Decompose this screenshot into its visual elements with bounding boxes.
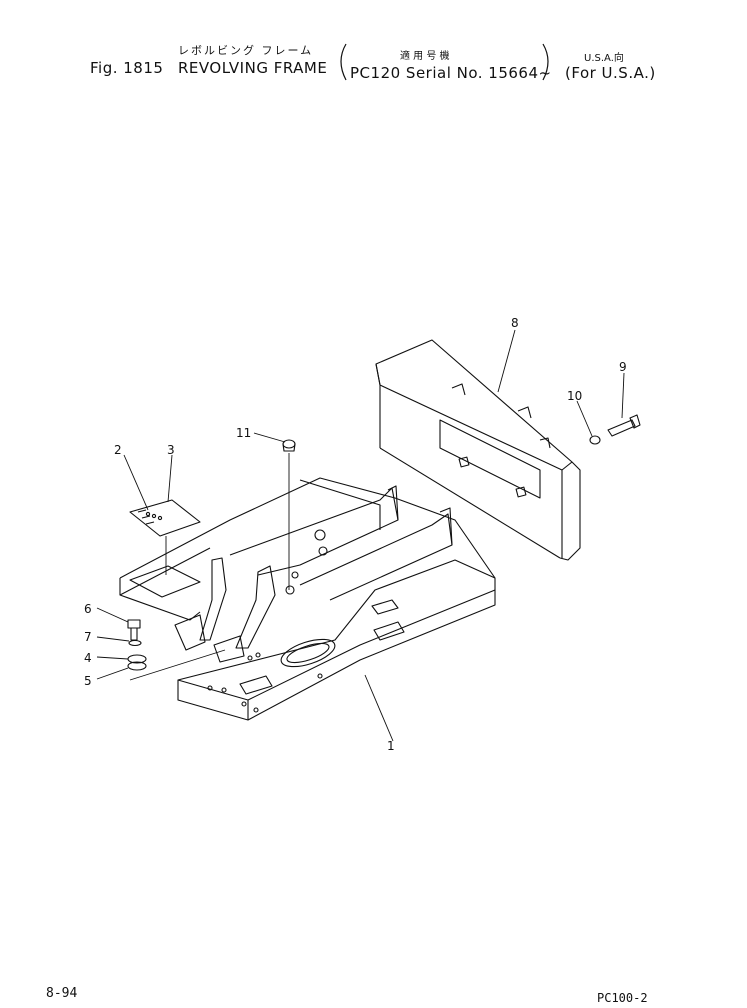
page-number: 8-94 xyxy=(46,986,78,1001)
small-parts xyxy=(127,414,641,671)
for-usa-label: (For U.S.A.) xyxy=(565,64,656,82)
serial-number: PC120 Serial No. 15664~ xyxy=(350,64,552,82)
figure-title: REVOLVING FRAME xyxy=(178,59,328,77)
callout-6: 6 xyxy=(84,602,92,616)
callout-8: 8 xyxy=(511,316,519,330)
leader-lines xyxy=(96,329,625,742)
header-parentheses xyxy=(340,43,549,81)
jp-usa-label: U.S.A.向 xyxy=(584,53,624,64)
model-code: PC100-2 xyxy=(597,991,648,1005)
figure-number: Fig. 1815 xyxy=(90,59,164,77)
callout-9: 9 xyxy=(619,360,627,374)
jp-title: レボルビング フレーム xyxy=(178,44,314,57)
callout-2: 2 xyxy=(114,443,122,457)
callout-4: 4 xyxy=(84,651,92,665)
jp-applicable-label: 適 用 号 機 xyxy=(400,51,450,62)
callout-11: 11 xyxy=(236,426,251,440)
counterweight xyxy=(375,339,581,561)
callout-10: 10 xyxy=(567,389,582,403)
callout-5: 5 xyxy=(84,674,92,688)
callout-7: 7 xyxy=(84,630,92,644)
frame-drawing xyxy=(119,477,496,721)
callout-1: 1 xyxy=(387,739,395,753)
callout-3: 3 xyxy=(167,443,175,457)
